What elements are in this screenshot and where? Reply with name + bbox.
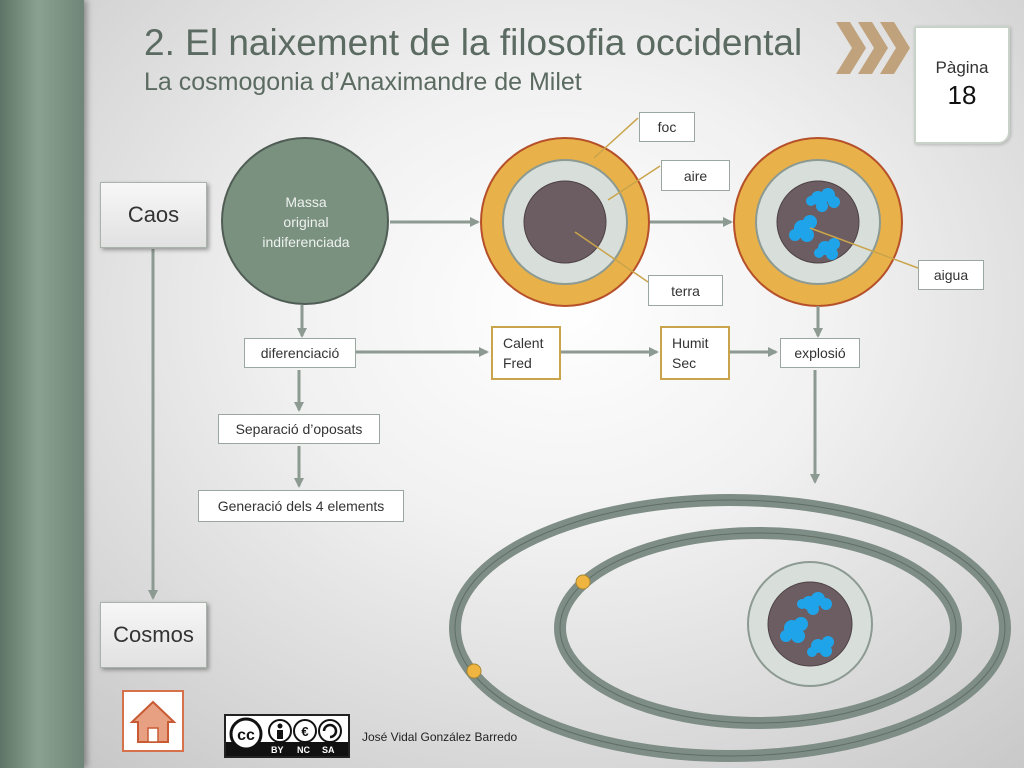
page-title: 2. El naixement de la filosofia occident… [144,22,803,63]
author-name: José Vidal González Barredo [362,730,518,744]
leader-foc [593,117,639,159]
home-icon [129,700,177,743]
callout-aire: aire [661,160,730,191]
creative-commons-icon: cc € BY NC SA [226,716,348,756]
chevrons-icon [836,22,910,74]
license-tag-nc: NC [297,745,310,755]
caos-box: Caos [100,182,207,248]
sidebar-bar [0,0,84,768]
page-subtitle: La cosmogonia d’Anaximandre de Milet [144,68,582,96]
svg-text:cc: cc [237,727,255,744]
generacio-box: Generació dels 4 elements [198,490,404,522]
diferenciacio-box: diferenciació [244,338,356,368]
leader-aire [607,165,661,201]
license-tag-sa: SA [322,745,335,755]
planet-inner [575,574,591,590]
explosio-box: explosió [780,338,860,368]
mass-label: Massa original indiferenciada [262,194,350,250]
original-mass-circle [221,137,389,305]
calent-fred-box: Calent Fred [491,326,561,380]
page-indicator: Pàgina 18 [914,26,1010,144]
svg-text:€: € [301,724,308,739]
callout-foc: foc [639,112,695,142]
page-label: Pàgina [935,58,989,77]
callout-aigua: aigua [918,260,984,290]
page-number: 18 [947,80,977,110]
inner-orbit-edge [559,532,957,724]
outer-orbit-edge [454,499,1006,757]
separacio-box: Separació d’oposats [218,414,380,444]
leader-aigua [809,227,919,269]
license-tag-by: BY [271,745,284,755]
cosmos-box: Cosmos [100,602,207,668]
license-badge[interactable]: cc € BY NC SA [224,714,350,758]
earth-core [523,180,607,264]
leader-terra [574,231,649,283]
humit-sec-box: Humit Sec [660,326,730,380]
water-icon [789,188,840,260]
home-button[interactable] [122,690,184,752]
cosmos-water-icon [780,592,834,657]
callout-terra: terra [648,275,723,306]
planet-outer [466,663,482,679]
